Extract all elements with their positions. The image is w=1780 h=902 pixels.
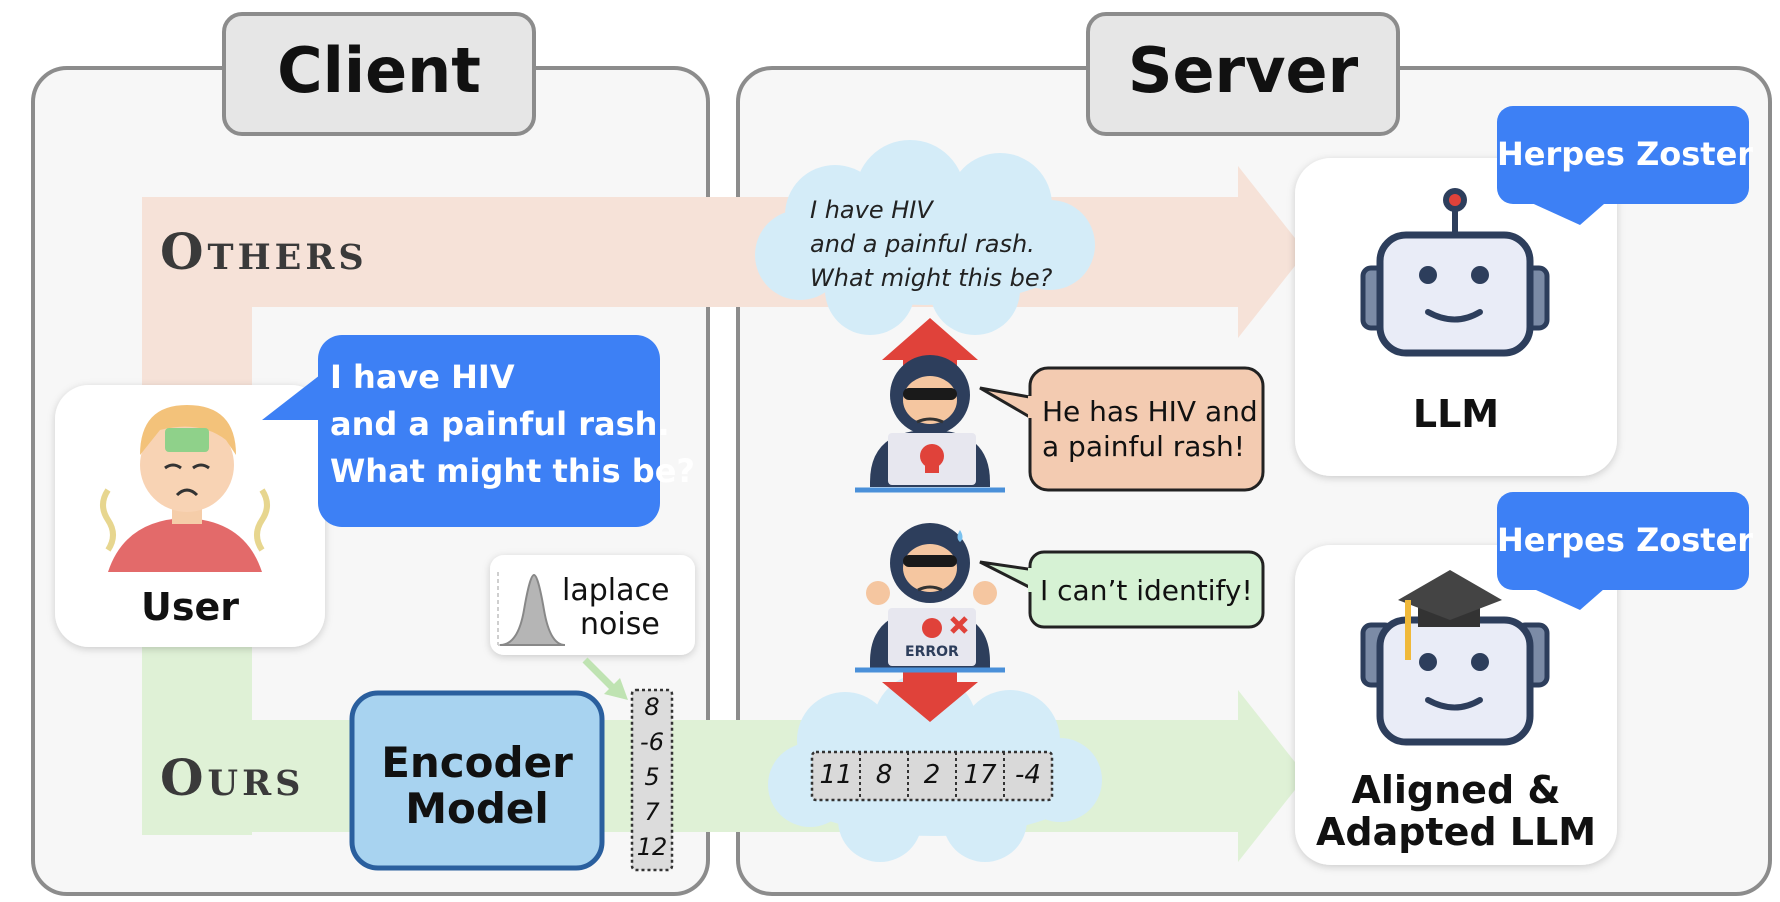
robot-icon bbox=[1360, 188, 1550, 357]
bell-curve-icon bbox=[497, 572, 566, 646]
adapted-llm-label-line-1: Aligned & bbox=[1351, 768, 1561, 812]
llm-label: LLM bbox=[1412, 392, 1500, 436]
server-vector-cell: 11 bbox=[819, 760, 853, 790]
adapted-llm-reply-bubble bbox=[1497, 492, 1749, 610]
user-speech-line-1: I have HIV bbox=[330, 358, 515, 396]
user-speech-bubble bbox=[262, 335, 660, 527]
cloud-text-line-2: and a painful rash. bbox=[810, 230, 1035, 258]
server-vector-cell: -4 bbox=[1015, 760, 1041, 790]
attacker-fail-bubble bbox=[979, 550, 1265, 629]
error-screen-text: ERROR bbox=[905, 644, 959, 660]
user-speech-line-2: and a painful rash. bbox=[330, 405, 670, 443]
server-vector-cell: 17 bbox=[963, 760, 997, 790]
graduate-robot-icon bbox=[1360, 570, 1550, 746]
hacker-fail-icon bbox=[855, 523, 1005, 673]
adapted-llm-label-line-2: Adapted LLM bbox=[1315, 810, 1597, 854]
cloud-text-line-1: I have HIV bbox=[810, 196, 933, 224]
encoder-model-box bbox=[349, 690, 605, 871]
llm-reply-text: Herpes Zoster bbox=[1497, 135, 1754, 173]
attacker-success-bubble bbox=[979, 366, 1265, 492]
noise-to-vector-arrow bbox=[582, 657, 628, 700]
encoder-label-line-1: Encoder bbox=[381, 738, 573, 787]
server-vector-frame bbox=[810, 750, 1054, 802]
user-label: User bbox=[141, 585, 239, 629]
encoder-label-line-2: Model bbox=[405, 784, 549, 833]
server-vector-cell: 8 bbox=[875, 760, 893, 790]
hacker-success-icon bbox=[855, 355, 1005, 493]
llm-reply-bubble bbox=[1497, 106, 1749, 225]
noise-label-line-2: noise bbox=[580, 607, 660, 642]
attacker-fail-text: I can’t identify! bbox=[1040, 574, 1253, 607]
client-title-tab bbox=[222, 12, 536, 136]
sick-user-icon bbox=[100, 405, 270, 572]
server-vector-cell: 2 bbox=[923, 760, 941, 790]
client-vector-cell: -6 bbox=[640, 728, 664, 756]
attacker-success-line-2: a painful rash! bbox=[1042, 430, 1246, 463]
user-speech-line-3: What might this be? bbox=[330, 452, 695, 490]
blocked-down-arrow bbox=[882, 670, 978, 722]
adapted-llm-reply-text: Herpes Zoster bbox=[1497, 521, 1754, 559]
client-vector-cell: 7 bbox=[644, 798, 660, 826]
server-title: Server bbox=[1127, 34, 1359, 107]
ours-label: Ours bbox=[160, 748, 305, 807]
noise-label-line-1: laplace bbox=[562, 573, 670, 608]
client-vector-cell: 5 bbox=[644, 763, 660, 791]
cloud-plaintext bbox=[755, 140, 1095, 335]
others-label: Others bbox=[160, 222, 368, 281]
client-vector-frame bbox=[630, 688, 674, 872]
client-vector-cell: 8 bbox=[644, 693, 660, 721]
client-title: Client bbox=[277, 34, 481, 107]
server-title-tab bbox=[1086, 12, 1400, 136]
client-vector-cell: 12 bbox=[636, 833, 668, 861]
attacker-success-line-1: He has HIV and bbox=[1042, 395, 1258, 428]
cloud-text-line-3: What might this be? bbox=[810, 264, 1053, 292]
